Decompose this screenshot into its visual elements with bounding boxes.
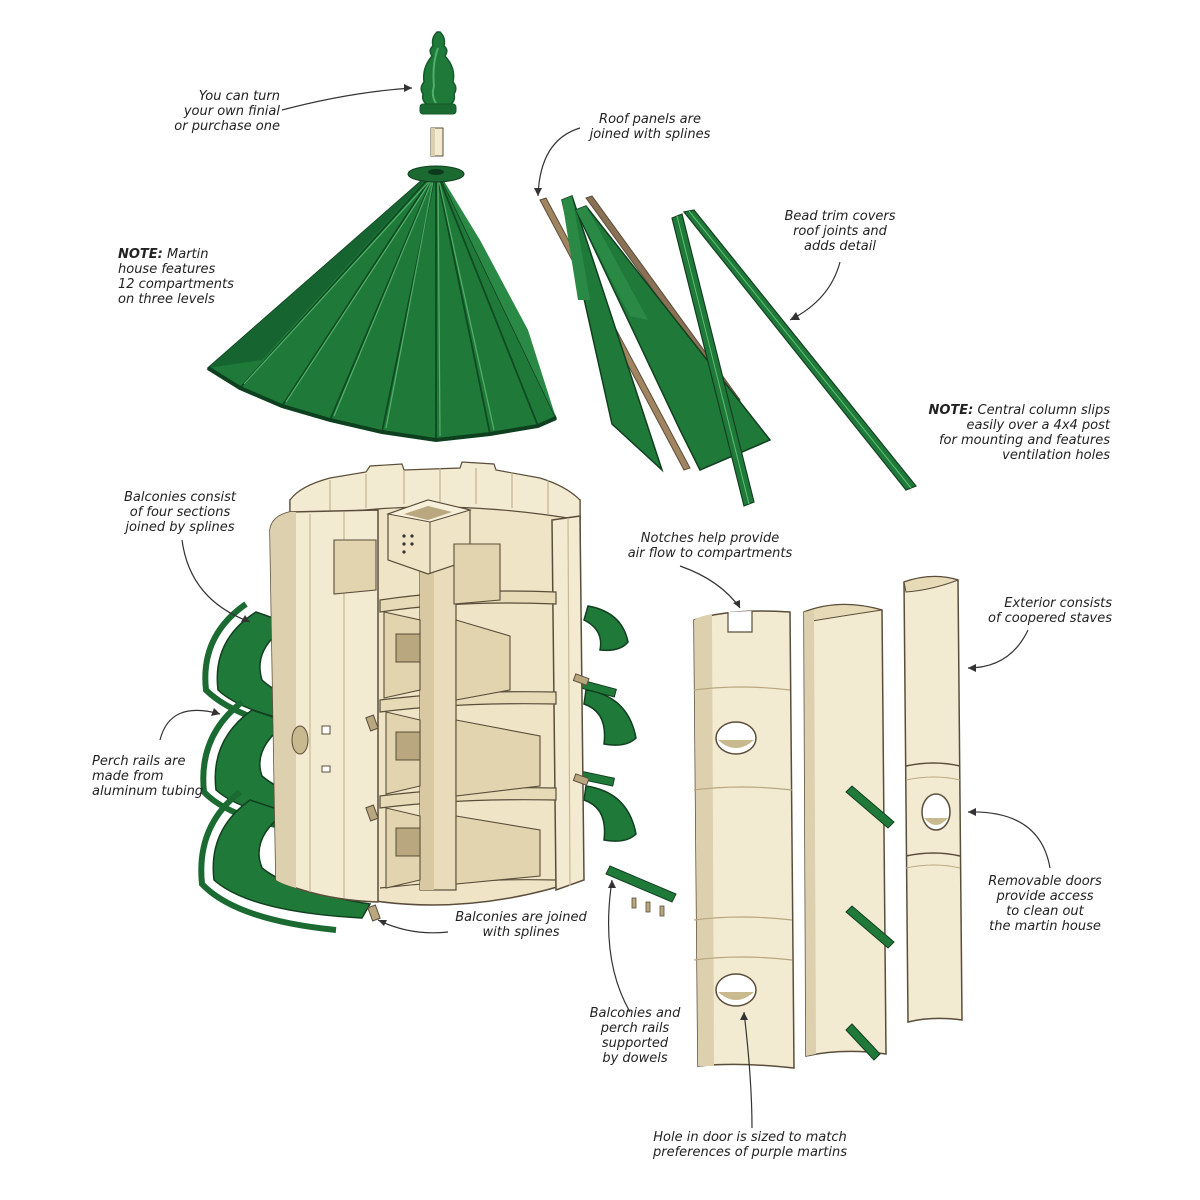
loose-dowels bbox=[631, 897, 665, 917]
stave-plain bbox=[803, 603, 887, 1057]
note-label: NOTE: bbox=[928, 403, 974, 418]
central-column-top bbox=[386, 499, 472, 575]
note-martin-text: Martin house features 12 compartments on… bbox=[118, 247, 234, 307]
balcony-right-middle bbox=[573, 689, 637, 787]
body-dowels bbox=[365, 673, 590, 922]
loose-perch-rail bbox=[605, 865, 677, 903]
finial-dowel bbox=[430, 127, 444, 157]
callout-exterior: Exterior consists of coopered staves bbox=[988, 596, 1112, 626]
callout-note-column: NOTE: Central column slips easily over a… bbox=[890, 403, 1111, 463]
callout-bead-trim: Bead trim covers roof joints and adds de… bbox=[784, 209, 896, 254]
callout-balconies-joined: Balconies are joined with splines bbox=[455, 910, 587, 940]
bead-trim-strip-1 bbox=[671, 213, 755, 507]
callout-notches: Notches help provide air flow to compart… bbox=[627, 531, 793, 561]
callout-note-martin: NOTE: Martin house features 12 compartme… bbox=[118, 247, 278, 307]
balcony-left-lower bbox=[198, 789, 372, 933]
leader-lines bbox=[159, 84, 1051, 1129]
finial bbox=[419, 31, 457, 115]
callout-balconies-sections: Balconies consist of four sections joine… bbox=[124, 490, 236, 535]
callout-perch-rails: Perch rails are made from aluminum tubin… bbox=[92, 754, 204, 799]
bead-trim-strip-2 bbox=[682, 209, 917, 491]
stave-dowels bbox=[845, 785, 895, 1061]
callout-roof-splines: Roof panels are joined with splines bbox=[589, 112, 711, 142]
house-body bbox=[269, 461, 585, 906]
stave-with-door bbox=[903, 575, 963, 1023]
callout-removable-doors: Removable doors provide access to clean … bbox=[988, 874, 1102, 934]
stave-with-notch bbox=[693, 610, 795, 1069]
balcony-right-lower bbox=[583, 785, 637, 842]
callout-finial: You can turn your own finial or purchase… bbox=[174, 89, 280, 134]
roof-cone bbox=[206, 165, 558, 443]
roof-panel-loose-1 bbox=[561, 195, 664, 473]
callout-dowels: Balconies and perch rails supported by d… bbox=[589, 1006, 681, 1066]
note-column-text: Central column slips easily over a 4x4 p… bbox=[938, 403, 1110, 463]
note-label: NOTE: bbox=[118, 247, 163, 262]
callout-hole-door: Hole in door is sized to match preferenc… bbox=[653, 1130, 847, 1160]
